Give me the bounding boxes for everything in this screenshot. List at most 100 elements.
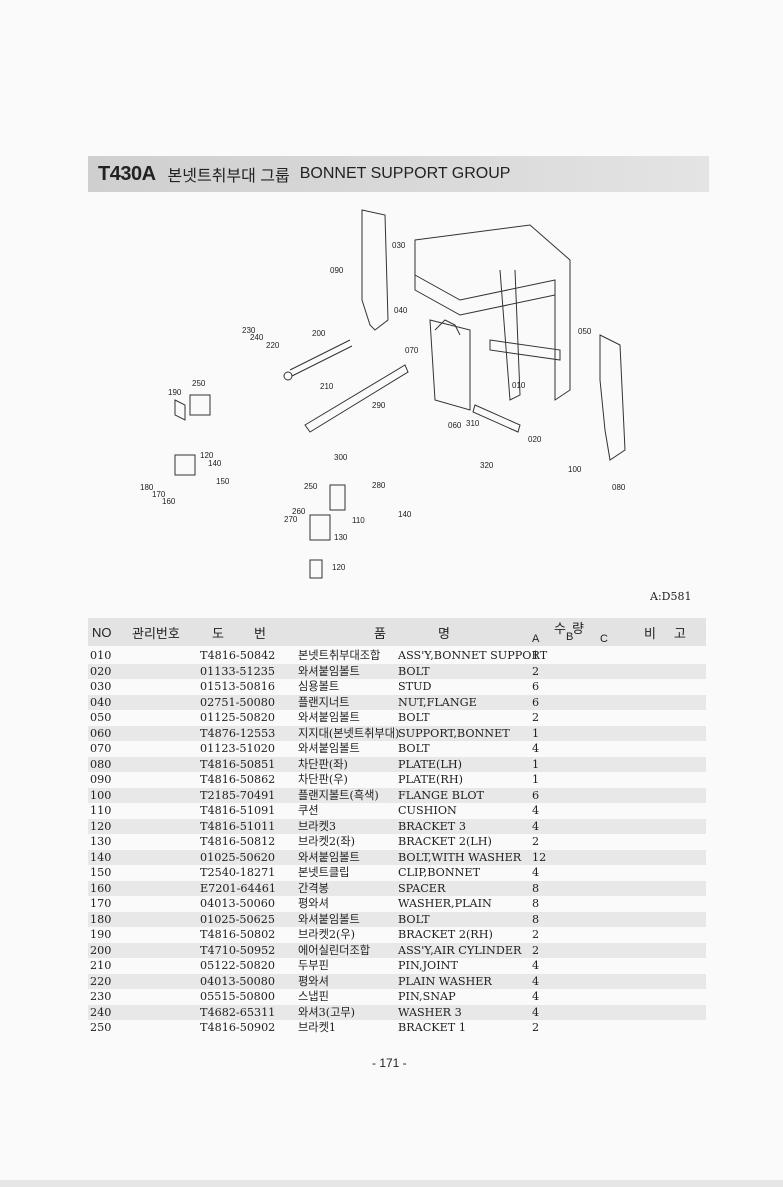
- svg-text:230: 230: [242, 326, 256, 335]
- row-name-korean: 평와셔: [298, 897, 329, 910]
- row-no: 230: [90, 990, 112, 1003]
- row-part-number: T4816-50851: [200, 757, 276, 771]
- row-no: 250: [90, 1021, 112, 1034]
- row-name-english: CLIP,BONNET: [398, 866, 481, 879]
- row-name-korean: 브라켓2(좌): [298, 835, 356, 848]
- row-no: 110: [90, 804, 112, 817]
- svg-text:290: 290: [372, 401, 386, 410]
- row-part-number: T4710-50952: [200, 943, 276, 957]
- row-name-english: SPACER: [398, 881, 446, 895]
- row-name-english: BOLT,WITH WASHER: [398, 850, 522, 864]
- row-part-number: T4816-50802: [200, 928, 276, 941]
- row-quantity: 2: [532, 943, 540, 957]
- group-title-english: BONNET SUPPORT GROUP: [299, 165, 511, 182]
- svg-text:300: 300: [334, 453, 348, 462]
- row-no: 190: [90, 928, 112, 941]
- row-quantity: 2: [532, 664, 540, 678]
- row-name-english: FLANGE BLOT: [398, 788, 485, 802]
- header-qty-a: A: [532, 633, 540, 645]
- row-quantity: 4: [532, 742, 540, 755]
- row-name-english: BOLT: [398, 664, 430, 678]
- row-no: 070: [90, 742, 112, 755]
- row-name-korean: 차단판(좌): [298, 757, 348, 771]
- header-management-number: 관리번호: [132, 626, 180, 641]
- row-name-korean: 심용볼트: [298, 680, 340, 693]
- row-name-korean: 와셔붙임볼트: [298, 850, 360, 864]
- row-name-english: BRACKET 2(LH): [398, 835, 492, 848]
- row-quantity: 8: [532, 881, 540, 895]
- row-quantity: 4: [532, 974, 540, 988]
- row-name-english: BRACKET 3: [398, 819, 466, 833]
- table-header: NO 관리번호 도 번 품 명 수 량 A B C 비 고: [88, 618, 706, 646]
- row-no: 050: [90, 711, 112, 724]
- row-name-english: SUPPORT,BONNET: [398, 726, 510, 740]
- svg-text:250: 250: [192, 379, 206, 388]
- row-quantity: 2: [532, 835, 540, 848]
- row-no: 080: [90, 757, 112, 771]
- header-remarks-go: 고: [674, 626, 686, 641]
- row-quantity: 2: [532, 711, 540, 724]
- svg-text:110: 110: [352, 516, 365, 525]
- svg-text:250: 250: [304, 482, 318, 491]
- row-name-english: BOLT: [398, 711, 430, 724]
- row-part-number: 04013-50060: [200, 897, 275, 910]
- row-quantity: 1: [532, 726, 540, 740]
- model-code: T430A: [98, 162, 156, 185]
- row-name-english: NUT,FLANGE: [398, 695, 477, 709]
- diagram-callouts: 030 090 040 230 240 220 200 050 070 010 …: [140, 241, 626, 572]
- row-part-number: T4816-50902: [200, 1021, 276, 1034]
- row-name-english: WASHER,PLAIN: [398, 897, 492, 910]
- svg-text:090: 090: [330, 266, 344, 275]
- row-quantity: 1: [532, 773, 540, 786]
- header-item: 품: [374, 626, 386, 641]
- row-name-english: BOLT: [398, 912, 430, 926]
- row-no: 030: [90, 680, 112, 693]
- row-no: 200: [90, 943, 112, 957]
- svg-text:260: 260: [292, 507, 306, 516]
- row-name-korean: 차단판(우): [298, 773, 348, 786]
- row-name-korean: 간격봉: [298, 881, 329, 895]
- row-part-number: T4816-51011: [200, 819, 276, 833]
- row-part-number: T4816-50862: [200, 773, 276, 786]
- svg-text:020: 020: [528, 435, 542, 444]
- row-quantity: 2: [532, 1021, 540, 1034]
- row-part-number: T4816-51091: [200, 804, 276, 817]
- svg-text:130: 130: [334, 533, 348, 542]
- row-quantity: 1: [532, 649, 540, 662]
- row-name-korean: 에어실린더조합: [298, 943, 371, 957]
- row-part-number: 05515-50800: [200, 990, 275, 1003]
- row-name-korean: 브라켓2(우): [298, 928, 356, 941]
- svg-text:200: 200: [312, 329, 326, 338]
- header-qty-su: 수: [554, 621, 566, 636]
- row-part-number: 01025-50625: [200, 912, 275, 926]
- row-no: 120: [90, 819, 112, 833]
- row-quantity: 6: [532, 695, 540, 709]
- row-no: 240: [90, 1005, 112, 1019]
- row-no: 210: [90, 959, 112, 972]
- svg-text:140: 140: [208, 459, 222, 468]
- row-name-english: ASS'Y,BONNET SUPPORT: [398, 649, 548, 662]
- svg-text:310: 310: [466, 419, 480, 428]
- row-part-number: 01513-50816: [200, 680, 275, 693]
- svg-text:040: 040: [394, 306, 408, 315]
- row-quantity: 4: [532, 990, 540, 1003]
- row-no: 130: [90, 835, 112, 848]
- row-part-number: 04013-50080: [200, 974, 275, 988]
- svg-text:220: 220: [266, 341, 280, 350]
- row-part-number: 02751-50080: [200, 695, 275, 709]
